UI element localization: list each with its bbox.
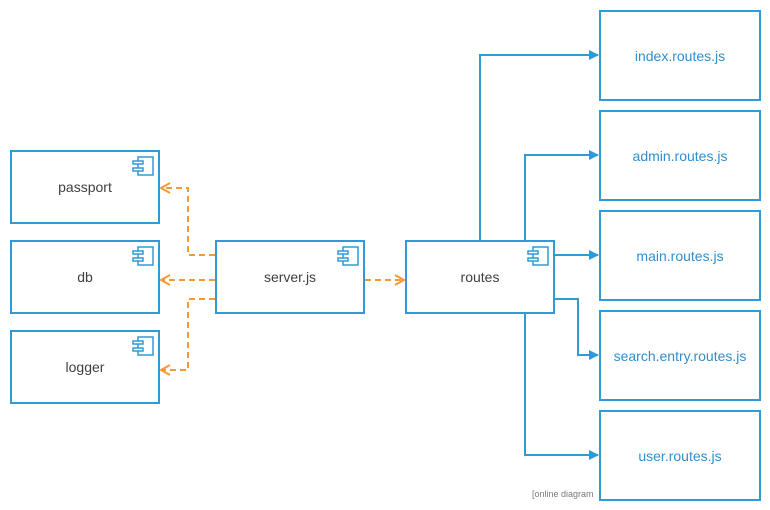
node-label: passport	[58, 179, 112, 195]
node-routes[interactable]: routes	[405, 240, 555, 314]
watermark-text: [online diagram	[532, 489, 594, 499]
node-user-routes[interactable]: user.routes.js	[599, 410, 761, 501]
component-icon	[132, 246, 154, 266]
node-label: user.routes.js	[638, 447, 722, 464]
node-server-js[interactable]: server.js	[215, 240, 365, 314]
node-search-entry-routes[interactable]: search.entry.routes.js	[599, 310, 761, 401]
node-main-routes[interactable]: main.routes.js	[599, 210, 761, 301]
component-icon	[337, 246, 359, 266]
node-index-routes[interactable]: index.routes.js	[599, 10, 761, 101]
component-icon	[132, 156, 154, 176]
node-label: routes	[460, 269, 500, 285]
edge-routes-user	[524, 314, 599, 460]
node-label: search.entry.routes.js	[613, 347, 747, 364]
node-db[interactable]: db	[10, 240, 160, 314]
component-icon	[132, 336, 154, 356]
edge-routes-admin	[524, 150, 599, 241]
node-label: main.routes.js	[636, 247, 724, 264]
component-icon	[527, 246, 549, 266]
node-label: index.routes.js	[634, 47, 726, 64]
node-logger[interactable]: logger	[10, 330, 160, 404]
node-label: server.js	[263, 269, 317, 285]
node-label: db	[77, 269, 93, 285]
edge-server-logger	[161, 298, 215, 370]
node-label: admin.routes.js	[632, 147, 728, 164]
node-label: logger	[65, 359, 105, 375]
node-admin-routes[interactable]: admin.routes.js	[599, 110, 761, 201]
edge-routes-index	[479, 50, 599, 241]
node-passport[interactable]: passport	[10, 150, 160, 224]
edge-routes-search	[554, 298, 599, 360]
edge-server-passport	[161, 188, 215, 256]
